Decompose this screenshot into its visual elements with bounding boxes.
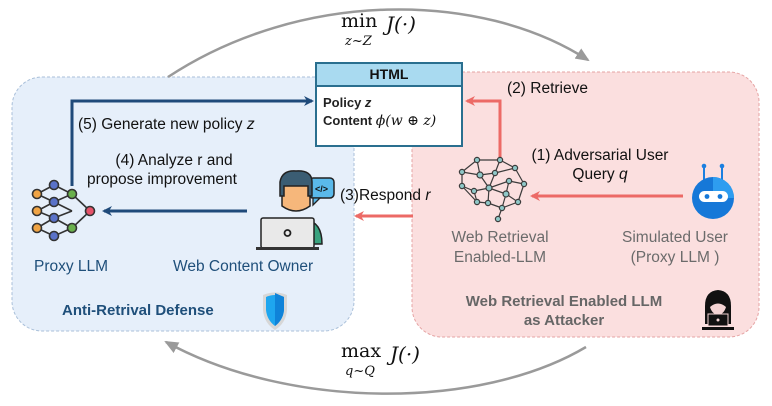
min-cycle-arrow	[167, 8, 590, 79]
attacker-title: Web Retrieval Enabled LLM as Attacker	[428, 292, 700, 330]
html-box-header: HTML	[317, 64, 461, 87]
max-cycle-arrow	[164, 340, 587, 395]
neural-network-icon	[31, 179, 96, 242]
step3-var: r	[425, 187, 431, 204]
step1-line1: (1) Adversarial User	[531, 147, 669, 164]
content-expression: ϕ(w ⊕ z)	[375, 113, 437, 129]
step1-line2: Query q	[514, 165, 686, 184]
attacker-title-line2: as Attacker	[523, 312, 605, 329]
step1-var: q	[618, 166, 628, 183]
step3-label: (3)Respond r	[340, 187, 430, 205]
step2-label: (2) Retrieve	[507, 80, 588, 98]
step2-text: (2) Retrieve	[507, 80, 588, 97]
developer-laptop-icon: </>	[256, 170, 335, 250]
min-operator: min	[341, 10, 378, 32]
defense-title: Anti-Retrival Defense	[62, 302, 214, 319]
step4-line2: propose improvement	[87, 171, 237, 188]
step1-label: (1) Adversarial User Query q	[514, 146, 686, 184]
max-operator: max	[341, 340, 382, 362]
defense-panel	[11, 76, 355, 332]
retrieve-arrow	[465, 96, 502, 158]
web-llm-label: Web Retrieval Enabled-LLM	[430, 228, 570, 268]
min-subscript: z~Z	[345, 34, 372, 49]
svg-text:</>: </>	[315, 184, 328, 194]
generate-policy-arrow	[70, 96, 314, 186]
shield-icon	[263, 292, 287, 330]
attacker-title-line1: Web Retrieval Enabled LLM	[465, 293, 663, 310]
min-objective: min	[341, 10, 377, 32]
step3-text: (3)Respond	[340, 187, 421, 204]
step5-label: (5) Generate new policy z	[78, 116, 255, 134]
html-document-box: HTML Policy z Content ϕ(w ⊕ z)	[315, 62, 463, 147]
simulated-user-label: Simulated User (Proxy LLM )	[610, 228, 740, 268]
max-objective: max	[341, 340, 381, 362]
step4-line1: (4) Analyze r and	[115, 152, 233, 169]
robot-icon	[692, 163, 734, 219]
brain-network-icon	[458, 156, 528, 223]
policy-label: Policy	[323, 95, 362, 110]
min-function: J(·)	[386, 12, 416, 36]
web-llm-label-line2: Enabled-LLM	[453, 249, 547, 266]
content-row: Content ϕ(w ⊕ z)	[323, 112, 455, 130]
policy-var: z	[364, 95, 372, 110]
step1-query-text: Query	[572, 166, 615, 183]
content-label: Content	[323, 113, 373, 128]
simulated-user-line2: (Proxy LLM )	[630, 249, 720, 266]
proxy-llm-label: Proxy LLM	[34, 258, 109, 275]
step5-text: (5) Generate new policy	[78, 116, 243, 133]
hacker-icon	[702, 290, 734, 330]
max-subscript: q~Q	[345, 364, 375, 379]
web-llm-label-line1: Web Retrieval	[451, 229, 549, 246]
step5-var: z	[246, 116, 255, 133]
max-function: J(·)	[390, 342, 420, 366]
web-content-owner-label: Web Content Owner	[173, 258, 314, 275]
step4-label: (4) Analyze r and propose improvement	[74, 151, 274, 189]
policy-row: Policy z	[323, 94, 455, 112]
simulated-user-line1: Simulated User	[622, 229, 728, 246]
